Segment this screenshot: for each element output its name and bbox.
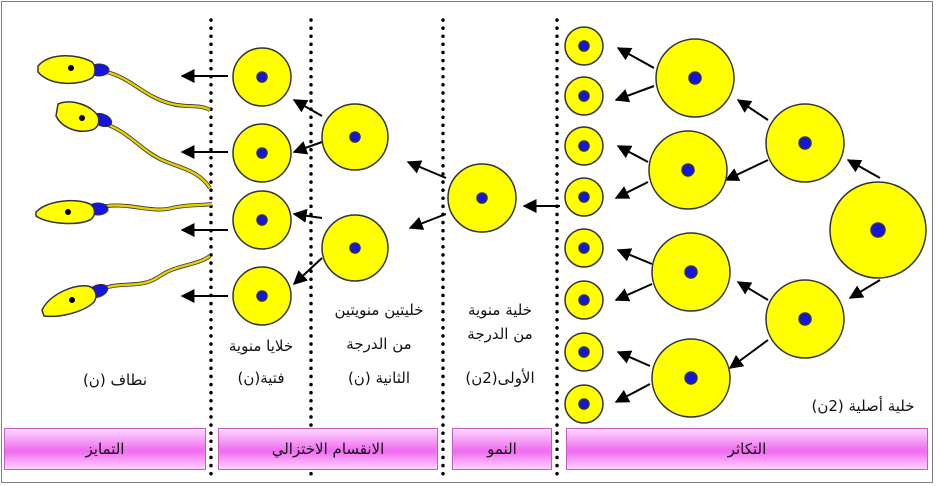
sperm-cell	[37, 55, 212, 112]
spermatid-cell	[232, 190, 292, 250]
arrow	[614, 181, 649, 199]
small-cell	[564, 76, 604, 116]
spermatogonium-cell	[651, 338, 731, 418]
arrow	[408, 213, 447, 230]
spermatid-cell	[232, 123, 292, 183]
spermatid-cell	[232, 47, 292, 107]
arrow	[292, 257, 323, 285]
spermatogonium-cell	[651, 232, 731, 312]
cells	[232, 26, 927, 424]
spermatogonium-cell	[655, 38, 735, 118]
sperm-cell	[35, 199, 213, 225]
spermatogonium-cell	[648, 130, 728, 210]
arrow	[292, 99, 323, 117]
arrow	[292, 141, 323, 155]
arrows	[180, 47, 881, 403]
arrow	[614, 283, 653, 302]
sperm-cells	[35, 55, 213, 318]
secondary-spermatocyte-label-line2: من الدرجة	[346, 335, 412, 353]
primary-spermatocyte-label-line2: من الدرجة	[467, 325, 533, 343]
sperm-cell	[41, 254, 212, 318]
arrow	[614, 383, 651, 403]
secondary-spermatocyte-label-line1: خليتين منويتين	[334, 301, 424, 319]
small-cell	[564, 26, 604, 66]
spermatid-cell	[232, 266, 292, 326]
spermatid-label-line1: خلايا منوية	[228, 337, 294, 355]
arrow	[724, 159, 769, 181]
arrow	[846, 159, 881, 179]
arrow	[406, 160, 447, 179]
arrow	[728, 339, 769, 369]
arrow	[614, 85, 655, 103]
arrow	[848, 279, 881, 299]
phase-meiosis: الانقسام الاختزالي	[218, 428, 438, 470]
secondary-spermatocyte-label-line3: الثانية (ن)	[347, 369, 411, 387]
sperm-cell	[55, 101, 212, 190]
small-cell	[564, 228, 604, 268]
secondary-spermatocyte-cell	[321, 103, 389, 171]
primary-spermatocyte-cell	[447, 163, 517, 233]
spermatogonium-cell	[765, 103, 845, 183]
arrow	[616, 248, 653, 265]
stem-cell	[829, 181, 927, 279]
small-cell	[564, 280, 604, 320]
arrow	[616, 350, 651, 367]
small-cell	[564, 332, 604, 372]
spermatid-label-line2: فتية(ن)	[237, 369, 285, 387]
small-cell	[564, 384, 604, 424]
small-cell	[564, 177, 604, 217]
phase-differentiation: التمايز	[4, 428, 206, 470]
secondary-spermatocyte-cell	[321, 214, 389, 282]
small-cell	[564, 126, 604, 166]
arrow	[616, 145, 649, 163]
spermatogonium-cell	[765, 279, 845, 359]
phase-growth: النمو	[452, 428, 552, 470]
sperm-label: نطاف (ن)	[82, 371, 148, 389]
phase-multiplication: التكاثر	[566, 428, 928, 470]
arrow	[616, 47, 655, 69]
arrow	[736, 99, 769, 121]
primary-spermatocyte-label-line3: الأولى(2ن)	[465, 369, 535, 387]
primary-spermatocyte-label-line1: خلية منوية	[467, 301, 533, 319]
arrow	[736, 281, 769, 301]
stem-cell-label: خلية أصلية (2ن)	[811, 397, 915, 415]
arrow	[292, 208, 323, 223]
